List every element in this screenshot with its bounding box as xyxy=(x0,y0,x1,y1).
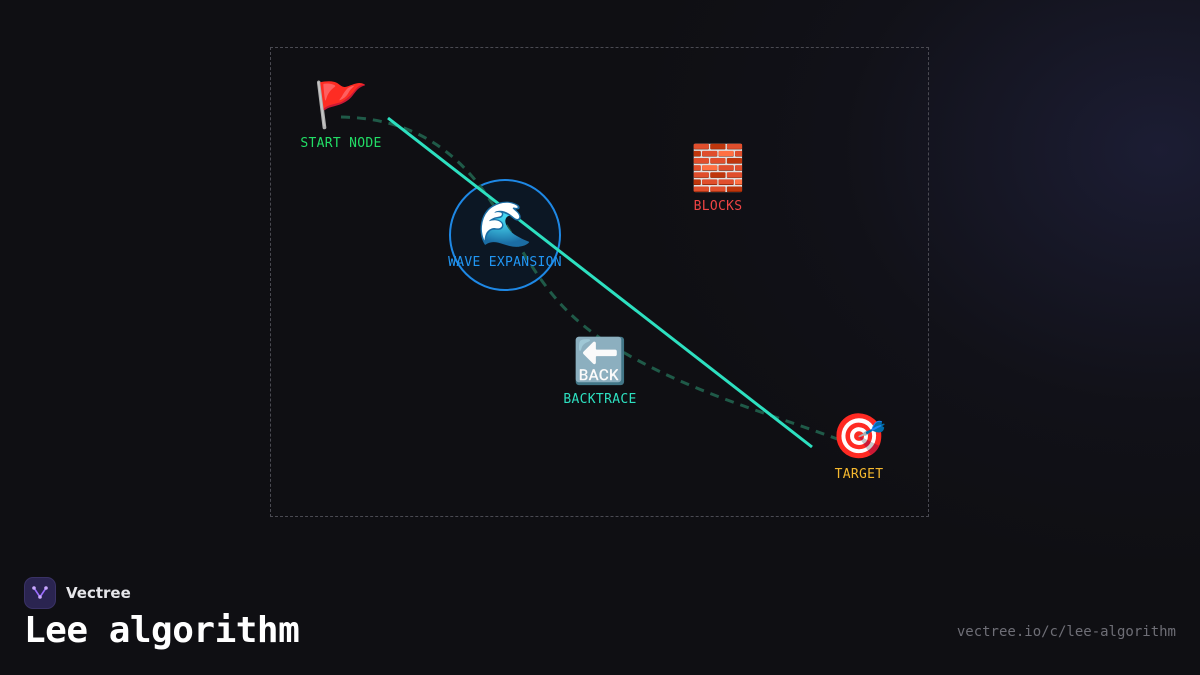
page-title: Lee algorithm xyxy=(24,610,300,651)
backtrace-label: BACKTRACE xyxy=(563,392,637,407)
wave-expansion-node: 🌊 WAVE EXPANSION xyxy=(448,199,562,270)
target-icon: 🎯 xyxy=(831,411,887,462)
wave-expansion-circle xyxy=(449,179,561,291)
blocks-label: BLOCKS xyxy=(693,199,743,214)
vectree-logo-icon xyxy=(24,577,56,609)
start-node: 🚩 START NODE xyxy=(300,80,381,151)
brand[interactable]: Vectree xyxy=(24,577,131,609)
target-label: TARGET xyxy=(834,467,884,482)
diagram-frame xyxy=(270,47,929,517)
start-node-label: START NODE xyxy=(300,136,382,151)
target-node: 🎯 TARGET xyxy=(832,411,887,482)
wave-icon: 🌊 xyxy=(477,199,533,250)
blocks-node: 🧱 BLOCKS xyxy=(691,143,746,214)
wave-expansion-label: WAVE EXPANSION xyxy=(448,255,562,270)
red-flag-icon: 🚩 xyxy=(313,80,369,131)
direct-path-edge xyxy=(387,116,813,449)
back-arrow-icon: 🔙 xyxy=(572,336,628,387)
backtrace-node: 🔙 BACKTRACE xyxy=(563,336,636,407)
brick-wall-icon: 🧱 xyxy=(690,143,746,194)
brand-name: Vectree xyxy=(66,584,131,602)
page-url[interactable]: vectree.io/c/lee-algorithm xyxy=(956,624,1176,640)
